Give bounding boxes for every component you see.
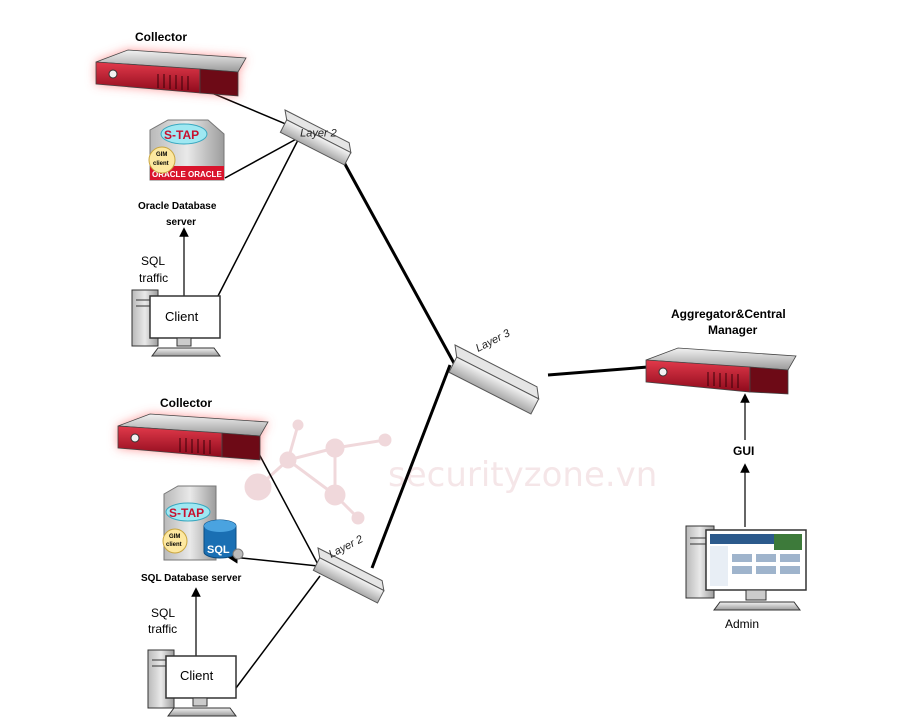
switch-layer3: [448, 344, 540, 415]
connections: [179, 87, 750, 689]
admin-label: Admin: [725, 617, 759, 631]
client-top-label: Client: [165, 309, 199, 324]
watermark: securityzone.vn: [244, 419, 657, 525]
sql-server-icon: S-TAP GIM client SQL: [162, 485, 244, 561]
oracle-server-label: Oracle Database: [138, 201, 217, 212]
oracle-server-label-2: server: [166, 217, 196, 228]
gim-label-top: GIM: [156, 152, 167, 158]
client-bottom-computer: [147, 649, 237, 717]
sql-traffic-top-line1: SQL: [141, 254, 165, 268]
sql-badge-text: SQL: [207, 544, 230, 556]
gim-client-label-top: client: [153, 161, 169, 167]
stap-badge-top: S-TAP: [164, 128, 199, 142]
switch-layer2-bottom-label: Layer 2: [327, 533, 365, 560]
gim-client-label-bottom: client: [166, 542, 182, 548]
admin-computer: [685, 525, 807, 611]
oracle-logo-left: ORACLE: [152, 170, 186, 179]
sql-database-icon: SQL: [203, 519, 244, 560]
aggregator-label-line1: Aggregator&Central: [671, 307, 786, 321]
switch-layer2-top: Layer 2: [279, 109, 352, 166]
switch-layer3-label: Layer 3: [474, 327, 513, 355]
aggregator-label-line2: Manager: [708, 323, 758, 337]
client-bottom-label: Client: [180, 668, 214, 683]
switch-layer2-bottom: [312, 547, 385, 604]
collector-bottom-label: Collector: [160, 396, 212, 410]
switch-layer2-top-label: Layer 2: [300, 127, 337, 139]
client-top-computer: [131, 289, 221, 357]
oracle-server-icon: ORACLE ORACLE S-TAP GIM client: [148, 119, 225, 181]
watermark-text: securityzone.vn: [388, 455, 657, 495]
collector-top-label: Collector: [135, 30, 187, 44]
stap-badge-bottom: S-TAP: [169, 506, 204, 520]
oracle-logo-right: ORACLE: [188, 170, 222, 179]
sql-server-label: SQL Database server: [141, 573, 242, 584]
collector-top-appliance: [95, 49, 247, 97]
sql-traffic-bottom-line2: traffic: [148, 622, 177, 636]
aggregator-appliance: [645, 347, 797, 395]
sql-traffic-top-line2: traffic: [139, 271, 168, 285]
gui-label: GUI: [733, 444, 754, 458]
collector-bottom-appliance: [117, 413, 269, 461]
sql-traffic-bottom-line1: SQL: [151, 606, 175, 620]
gim-label-bottom: GIM: [169, 534, 180, 540]
